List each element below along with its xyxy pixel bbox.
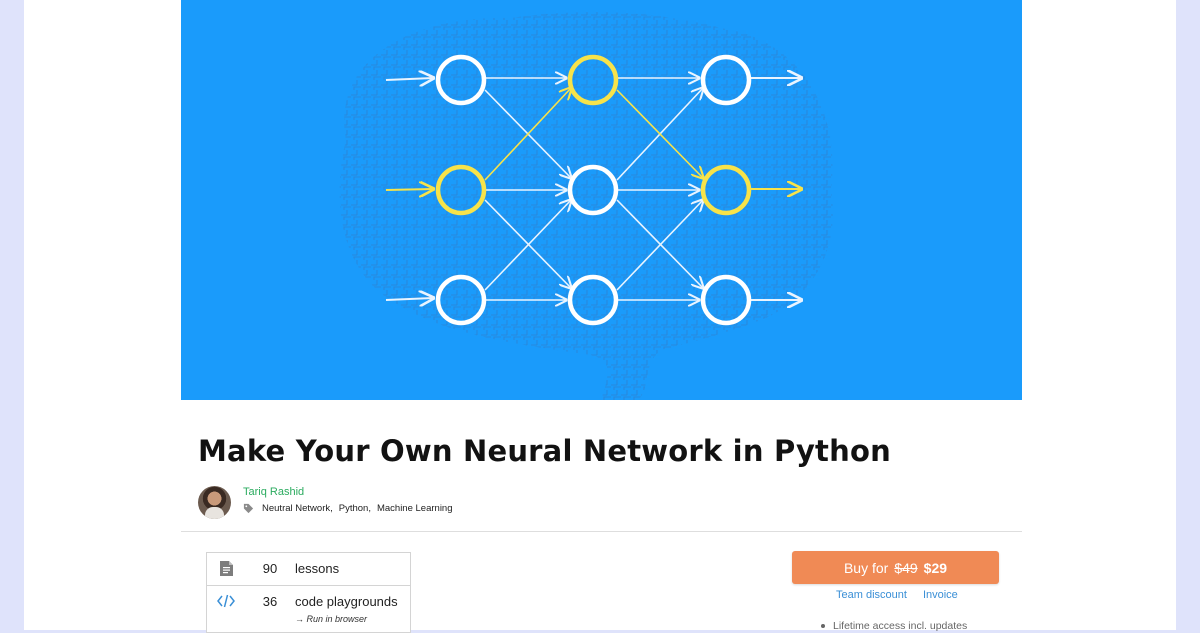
lessons-count: 90 bbox=[262, 561, 278, 576]
feature-text: Lifetime access incl. updates bbox=[833, 620, 968, 632]
run-in-browser-note: → Run in browser bbox=[295, 614, 368, 624]
node-2-2 bbox=[567, 164, 619, 216]
tag-item[interactable]: Machine Learning bbox=[376, 503, 453, 514]
playgrounds-count: 36 bbox=[262, 594, 278, 609]
code-icon bbox=[217, 594, 235, 608]
course-title: Make Your Own Neural Network in Python bbox=[198, 434, 891, 468]
playgrounds-label: code playgrounds bbox=[295, 594, 398, 609]
neural-network-illustration bbox=[339, 12, 833, 400]
stat-row-playgrounds: 36 code playgrounds → Run in browser bbox=[207, 586, 410, 633]
node-1-2 bbox=[435, 164, 487, 216]
divider bbox=[181, 531, 1022, 532]
stat-row-lessons: 90 lessons bbox=[207, 553, 410, 586]
buy-button[interactable]: Buy for $49 $29 bbox=[792, 551, 999, 584]
node-3-3 bbox=[700, 274, 752, 326]
node-2-3 bbox=[567, 274, 619, 326]
new-price: $29 bbox=[923, 559, 948, 576]
purchase-links: Team discount Invoice bbox=[836, 589, 958, 601]
buy-label: Buy for bbox=[843, 559, 889, 576]
brain-shape bbox=[339, 12, 833, 400]
bullet-icon bbox=[821, 624, 825, 628]
old-price: $49 bbox=[894, 559, 918, 576]
tag-item[interactable]: Neutral Network, bbox=[262, 503, 333, 514]
invoice-link[interactable]: Invoice bbox=[922, 589, 958, 601]
tag-item[interactable]: Python, bbox=[338, 503, 371, 514]
course-page: Make Your Own Neural Network in Python T… bbox=[24, 0, 1176, 633]
tag-icon bbox=[243, 503, 254, 514]
node-1-1 bbox=[435, 54, 487, 106]
avatar[interactable] bbox=[198, 486, 231, 519]
course-stats-table: 90 lessons 36 code playgrounds → Run in … bbox=[206, 552, 411, 633]
node-2-1 bbox=[567, 54, 619, 106]
hero-image bbox=[181, 0, 1022, 400]
tag-list: Neutral Network, Python, Machine Learnin… bbox=[243, 503, 453, 514]
feature-item: Lifetime access incl. updates bbox=[821, 620, 967, 632]
lessons-label: lessons bbox=[295, 561, 340, 576]
author-link[interactable]: Tariq Rashid bbox=[243, 486, 305, 498]
document-icon bbox=[219, 561, 233, 576]
node-3-1 bbox=[700, 54, 752, 106]
team-discount-link[interactable]: Team discount bbox=[836, 589, 907, 601]
node-1-3 bbox=[435, 274, 487, 326]
node-3-2 bbox=[700, 164, 752, 216]
